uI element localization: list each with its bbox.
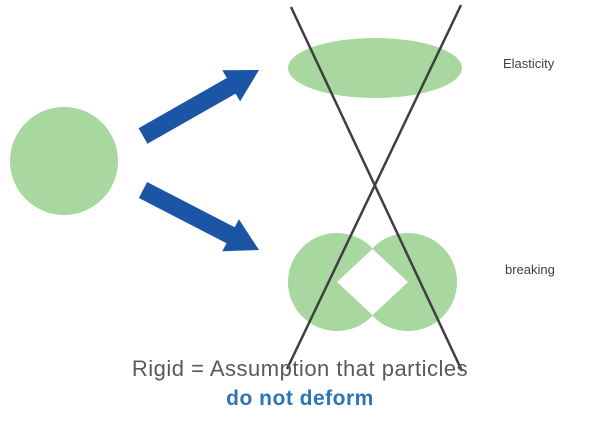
broken-circle-left-fragment — [287, 233, 373, 332]
cross-out-line-2 — [285, 4, 463, 370]
caption-line2: do not deform — [226, 387, 374, 410]
caption: Rigid = Assumption that particles do not… — [0, 356, 600, 411]
cross-out-line-1 — [289, 6, 464, 372]
deformed-ellipse — [288, 38, 462, 98]
arrow-to-elasticity — [138, 70, 259, 144]
caption-line1: Rigid = Assumption that particles — [131, 356, 469, 381]
breaking-label: breaking — [505, 262, 555, 277]
elasticity-label: Elasticity — [503, 56, 555, 71]
broken-circle-right-fragment — [372, 233, 458, 331]
arrow-to-breaking — [138, 182, 259, 252]
particle-circle — [10, 107, 118, 215]
